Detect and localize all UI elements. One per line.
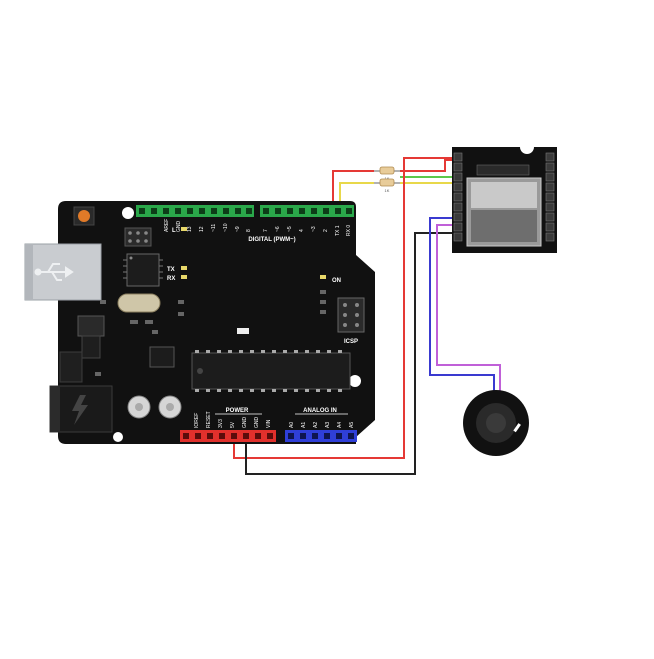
mp3-module bbox=[452, 140, 557, 253]
mp3-pins-right bbox=[545, 152, 555, 242]
arduino-board: ICSP ON L TX RX AREF GND 13 12 ~11 ~10 ~… bbox=[24, 201, 375, 444]
svg-text:7: 7 bbox=[263, 229, 269, 232]
svg-text:A4: A4 bbox=[337, 422, 343, 428]
label-digital: DIGITAL (PWM~) bbox=[248, 237, 295, 243]
mounting-hole-1 bbox=[122, 207, 134, 219]
resistor-2 bbox=[379, 178, 395, 187]
label-aref: AREF bbox=[164, 219, 170, 232]
speaker bbox=[463, 390, 529, 456]
lightning-icon bbox=[72, 395, 88, 425]
svg-text:4: 4 bbox=[299, 229, 305, 232]
resistor-1 bbox=[379, 166, 395, 175]
wire-purple-speaker bbox=[436, 224, 501, 392]
svg-text:2: 2 bbox=[323, 229, 329, 232]
resistors: 1K 1K bbox=[374, 166, 400, 193]
atmega-chip bbox=[191, 352, 351, 390]
svg-text:~5: ~5 bbox=[287, 226, 293, 232]
power-header bbox=[180, 430, 276, 442]
analog-header bbox=[285, 430, 357, 442]
digital-header bbox=[136, 205, 354, 217]
svg-text:~10: ~10 bbox=[223, 223, 229, 232]
wire-blue-speaker bbox=[429, 217, 495, 392]
label-rx: RX bbox=[167, 276, 175, 282]
svg-text:GND: GND bbox=[242, 417, 248, 429]
svg-text:~3: ~3 bbox=[311, 226, 317, 232]
svg-text:TX 1: TX 1 bbox=[335, 225, 341, 236]
wire-black-ground bbox=[245, 232, 455, 475]
resistor-1-label: 1K bbox=[385, 176, 390, 181]
label-tx: TX bbox=[167, 267, 175, 273]
svg-text:RX 0: RX 0 bbox=[346, 225, 352, 236]
icsp-header bbox=[337, 297, 365, 333]
label-l: L bbox=[172, 228, 176, 234]
reset-button-cap bbox=[78, 210, 90, 222]
svg-text:VIN: VIN bbox=[266, 419, 272, 428]
power-pin-labels: IOREF RESET 3V3 5V GND GND VIN bbox=[194, 411, 272, 428]
wires bbox=[233, 157, 501, 475]
mp3-pins-left bbox=[453, 152, 463, 242]
label-gnd-digital: GND bbox=[176, 221, 182, 233]
crystal bbox=[117, 293, 161, 313]
wire-red-data-2 bbox=[400, 159, 455, 172]
usb-chip bbox=[126, 253, 160, 287]
svg-text:8: 8 bbox=[246, 229, 252, 232]
mounting-hole-4 bbox=[113, 432, 123, 442]
voltage-regulator bbox=[77, 315, 105, 337]
svg-text:A2: A2 bbox=[313, 422, 319, 428]
wire-yellow bbox=[339, 182, 374, 206]
svg-text:5V: 5V bbox=[230, 421, 236, 428]
svg-text:13: 13 bbox=[187, 226, 193, 232]
svg-text:A1: A1 bbox=[301, 422, 307, 428]
mounting-hole-3 bbox=[349, 375, 361, 387]
svg-text:3V3: 3V3 bbox=[218, 419, 224, 428]
analog-pin-labels: A0 A1 A2 A3 A4 A5 bbox=[289, 422, 355, 428]
svg-text:~6: ~6 bbox=[275, 226, 281, 232]
resistor-2-label: 1K bbox=[385, 188, 390, 193]
wire-red-power bbox=[233, 157, 455, 459]
label-power: POWER bbox=[226, 408, 249, 414]
usb-icon bbox=[34, 263, 74, 281]
wire-red-data bbox=[332, 170, 374, 206]
svg-text:RESET: RESET bbox=[206, 411, 212, 428]
label-icsp: ICSP bbox=[344, 339, 358, 345]
label-on: ON bbox=[332, 278, 341, 284]
svg-text:IOREF: IOREF bbox=[194, 413, 200, 428]
digital-pin-labels: 13 12 ~11 ~10 ~9 8 7 ~6 ~5 4 ~3 2 TX 1 R… bbox=[187, 223, 352, 236]
led-on bbox=[320, 275, 326, 279]
svg-text:A3: A3 bbox=[325, 422, 331, 428]
svg-text:GND: GND bbox=[254, 417, 260, 429]
svg-text:A5: A5 bbox=[349, 422, 355, 428]
svg-text:A0: A0 bbox=[289, 422, 295, 428]
svg-text:12: 12 bbox=[199, 226, 205, 232]
led-rx bbox=[181, 275, 187, 279]
label-analog: ANALOG IN bbox=[303, 408, 337, 414]
svg-text:~11: ~11 bbox=[211, 224, 217, 232]
led-l bbox=[181, 227, 187, 231]
svg-text:~9: ~9 bbox=[235, 226, 241, 232]
led-tx bbox=[181, 266, 187, 270]
icsp-header-small bbox=[124, 227, 152, 247]
